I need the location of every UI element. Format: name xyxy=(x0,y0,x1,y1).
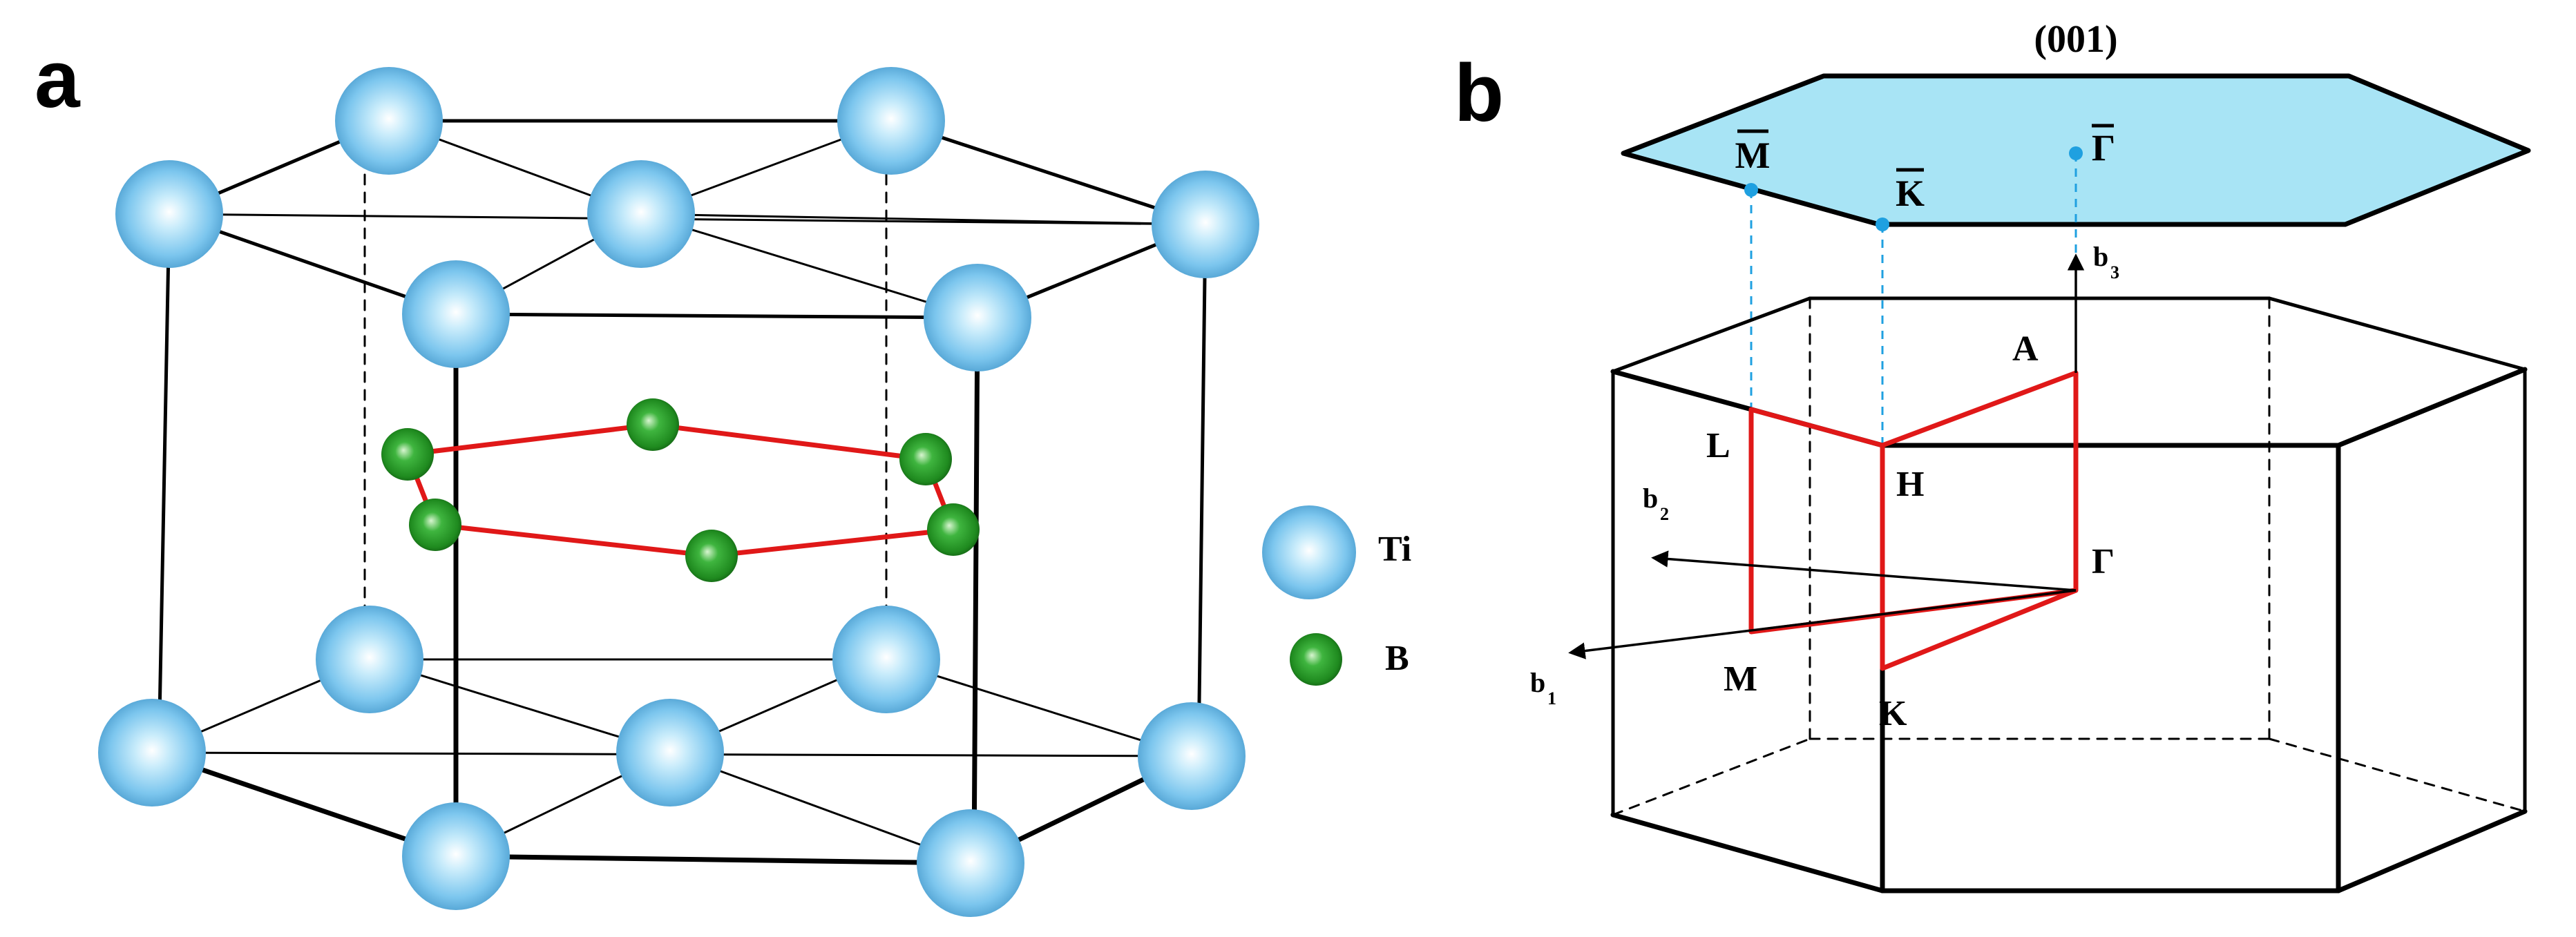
titanium-atom xyxy=(924,264,1031,371)
titanium-atom xyxy=(616,699,724,806)
vertical-edge-left xyxy=(157,212,171,755)
high-symmetry-path xyxy=(1748,370,2079,671)
b1-vector-label: b 1 xyxy=(1530,667,1556,708)
svg-text:3: 3 xyxy=(2110,262,2119,282)
top-inner-edge-5 xyxy=(640,213,979,319)
panel-a-label: a xyxy=(35,34,81,125)
bz-bottom-hidden-edge xyxy=(1612,737,1811,816)
legend-b-label: B xyxy=(1385,639,1409,678)
panel-a: a xyxy=(35,34,1411,917)
path-upper xyxy=(1748,370,2079,635)
panel-b: b (001) M K Γ xyxy=(1454,18,2531,893)
titanium-atom xyxy=(402,802,510,910)
surface-brillouin-zone: (001) M K Γ xyxy=(1621,18,2531,231)
vertical-edge-front-right xyxy=(971,315,980,866)
titanium-atom xyxy=(335,67,443,175)
panel-b-label: b xyxy=(1454,48,1504,139)
titanium-atom xyxy=(837,67,945,175)
path-lower xyxy=(1880,445,2077,671)
point-m-label: M xyxy=(1724,659,1757,699)
bz-top-edge xyxy=(1611,296,1812,374)
top-right-back-edge xyxy=(889,119,1208,226)
legend-ti-swatch xyxy=(1262,505,1356,599)
top-inner-edge-3 xyxy=(640,213,1207,226)
boron-atom xyxy=(899,433,952,485)
legend-b-swatch xyxy=(1290,633,1342,686)
svg-text:2: 2 xyxy=(1660,504,1669,524)
top-front-edge xyxy=(454,312,980,320)
point-gamma-label: Γ xyxy=(2092,542,2115,581)
point-h-label: H xyxy=(1896,465,1924,504)
bz-bottom-edge xyxy=(2336,809,2528,893)
bz-top-edge xyxy=(2267,296,2527,371)
bz-top-edge xyxy=(2336,367,2528,448)
bz-bottom-hidden-edge xyxy=(2268,737,2526,813)
boron-ring xyxy=(404,422,957,559)
legend-ti-label: Ti xyxy=(1378,530,1411,569)
svg-text:b: b xyxy=(1530,667,1545,698)
b2-vector-arrow xyxy=(1651,550,2077,592)
svg-text:M: M xyxy=(1735,135,1771,176)
boron-atom xyxy=(627,398,679,451)
boron-atoms xyxy=(381,398,980,582)
point-k-label: K xyxy=(1879,694,1907,733)
titanium-atom xyxy=(402,260,510,368)
boron-bonds xyxy=(404,422,957,559)
k-bar-label: K xyxy=(1896,168,1925,214)
titanium-atom xyxy=(917,809,1024,917)
point-l-label: L xyxy=(1706,426,1730,465)
vertical-edge-right xyxy=(1196,222,1208,758)
titanium-atom xyxy=(587,160,695,268)
svg-text:b: b xyxy=(2093,241,2108,272)
surface-title: (001) xyxy=(2034,18,2117,61)
titanium-atoms xyxy=(98,67,1259,917)
reciprocal-vectors: b 1 b 2 b 3 xyxy=(1530,241,2119,708)
projection-lines xyxy=(1750,153,2077,445)
boron-atom xyxy=(927,503,980,556)
svg-text:1: 1 xyxy=(1547,688,1556,708)
bz-bottom-edge xyxy=(1610,812,1885,893)
svg-text:Γ: Γ xyxy=(2092,127,2115,168)
b2-vector-label: b 2 xyxy=(1643,483,1669,524)
titanium-atom xyxy=(316,606,423,713)
boron-atom xyxy=(409,499,461,551)
titanium-atom xyxy=(832,606,940,713)
m-bar-label: M xyxy=(1735,129,1771,176)
titanium-atom xyxy=(98,699,206,806)
gamma-bar-label: Γ xyxy=(2092,124,2115,168)
titanium-atom xyxy=(1152,171,1259,278)
point-a-label: A xyxy=(2012,329,2039,369)
legend: Ti B xyxy=(1262,505,1411,686)
boron-atom xyxy=(381,428,434,481)
bottom-front-edge xyxy=(453,853,973,866)
boron-atom xyxy=(685,530,738,582)
titanium-atom xyxy=(115,160,223,268)
titanium-atom xyxy=(1138,702,1246,810)
b1-vector-arrow xyxy=(1568,589,2077,659)
svg-text:b: b xyxy=(1643,483,1658,514)
high-symmetry-labels: A L H Γ M K xyxy=(1706,329,2115,733)
b3-vector-label: b 3 xyxy=(2093,241,2119,282)
svg-text:K: K xyxy=(1896,173,1925,214)
bulk-brillouin-zone xyxy=(1610,296,2528,893)
